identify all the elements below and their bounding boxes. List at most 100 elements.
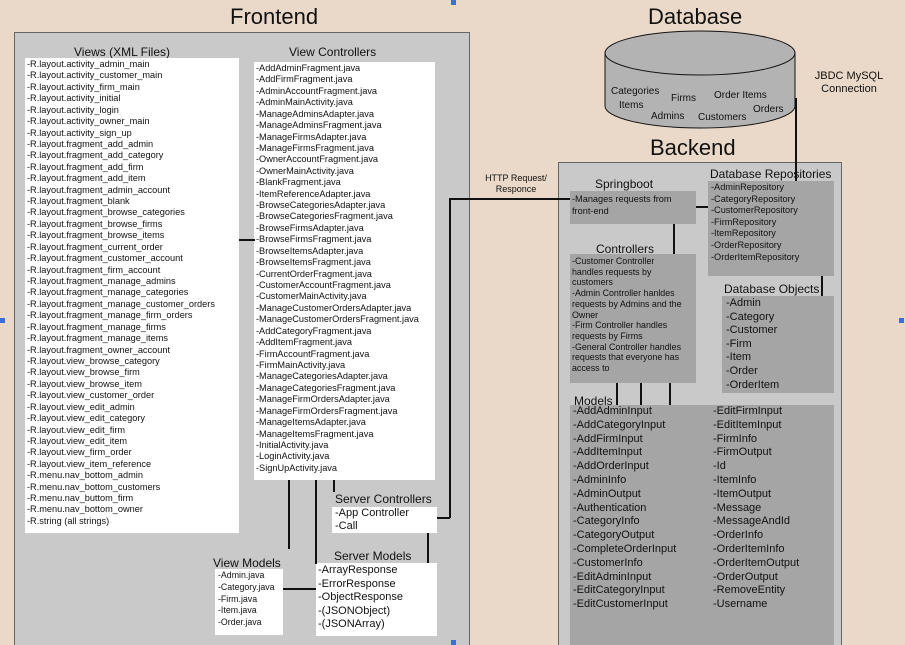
view-file-item: -R.layout.fragment_browse_items: [27, 230, 165, 241]
server-controllers-heading: Server Controllers: [335, 492, 432, 506]
http-line-b: [449, 198, 451, 518]
view-file-item: -R.menu.nav_bottom_owner: [27, 504, 143, 515]
view-file-item: -R.menu.nav_buttom_firm: [27, 493, 134, 504]
db-label-firms: Firms: [671, 93, 696, 104]
frontend-title: Frontend: [230, 4, 319, 29]
controllers-text: -Customer Controller handles requests by…: [572, 256, 682, 374]
model-item: -Username: [713, 598, 768, 611]
view-file-item: -R.layout.fragment_browse_firms: [27, 218, 163, 229]
server-model-item: -(JSONObject): [318, 604, 391, 617]
view-file-item: -R.layout.fragment_customer_account: [27, 253, 183, 264]
model-item: -ItemInfo: [713, 473, 757, 486]
view-model-item: -Admin.java: [218, 570, 265, 580]
view-controller-item: -OwnerMainActivity.java: [256, 165, 354, 176]
view-controller-item: -BlankFragment.java: [256, 177, 341, 188]
viewmodels-to-servermodels-line: [283, 588, 316, 590]
view-file-item: -R.layout.fragment_current_order: [27, 241, 163, 252]
view-controller-item: -ManageFirmOrdersAdapter.java: [256, 394, 390, 405]
model-item: -AdminOutput: [573, 487, 641, 500]
view-file-item: -R.layout.view_browse_item: [27, 378, 142, 389]
database-object-item: -Customer: [726, 324, 778, 337]
view-controller-item: -ManageAdminsFragment.java: [256, 120, 382, 131]
server-models-heading: Server Models: [334, 549, 412, 563]
view-file-item: -R.layout.fragment_manage_customer_order…: [27, 298, 215, 309]
repositories-list: -AdminRepository-CategoryRepository-Cust…: [711, 182, 799, 263]
models-heading: Models: [574, 394, 613, 408]
models-list-col1: -AddAdminInput-AddCategoryInput-AddFirmI…: [573, 405, 676, 612]
model-item: -EditFirmInput: [713, 405, 783, 417]
view-file-item: -R.layout.fragment_manage_firm_orders: [27, 310, 193, 321]
view-controller-item: -ManageAdminsAdapter.java: [256, 108, 374, 119]
view-file-item: -R.layout.activity_customer_main: [27, 70, 163, 81]
view-controller-item: -FirmAccountFragment.java: [256, 348, 370, 359]
model-item: -OrderInfo: [713, 529, 764, 542]
view-controller-item: -CustomerAccountFragment.java: [256, 280, 391, 291]
views-heading: Views (XML Files): [74, 45, 171, 59]
view-controller-item: -FirmMainActivity.java: [256, 359, 346, 370]
view-controller-item: -ManageItemsAdapter.java: [256, 417, 366, 428]
model-item: -AddItemInput: [573, 446, 643, 459]
model-item: -AddAdminInput: [573, 405, 652, 417]
database-objects-list: -Admin-Category-Customer-Firm-Item-Order…: [726, 297, 779, 392]
database-object-item: -Category: [726, 310, 775, 323]
view-file-item: -R.layout.fragment_blank: [27, 196, 130, 207]
view-controller-item: -BrowseFirmsFragment.java: [256, 234, 372, 245]
database-cylinder: [604, 30, 796, 129]
view-file-item: -R.layout.fragment_admin_account: [27, 184, 170, 195]
controllers-to-models-line-b: [640, 383, 642, 405]
model-item: -MessageAndId: [713, 515, 791, 528]
repository-item: -ItemRepository: [711, 228, 776, 239]
view-controller-item: -ManageCategoriesFragment.java: [256, 382, 396, 393]
springboot-to-controllers-line: [673, 224, 675, 254]
server-model-item: -ObjectResponse: [318, 591, 403, 603]
view-model-item: -Firm.java: [218, 593, 258, 604]
view-file-item: -R.layout.view_browse_firm: [27, 367, 140, 378]
model-item: -AddFirmInput: [573, 432, 643, 445]
view-model-item: -Item.java: [218, 605, 257, 616]
springboot-text: -Manages requests from front-end: [572, 194, 672, 216]
view-file-item: -R.layout.view_item_reference: [27, 458, 152, 469]
view-controller-item: -ManageCategoriesAdapter.java: [256, 371, 388, 382]
view-file-item: -R.layout.fragment_manage_firms: [27, 321, 166, 332]
view-file-item: -R.layout.fragment_manage_admins: [27, 276, 176, 287]
model-item: -EditCategoryInput: [573, 584, 665, 597]
database-object-item: -Order: [726, 364, 758, 377]
view-controller-item: -ManageFirmsFragment.java: [256, 142, 374, 153]
database-object-item: -Firm: [726, 337, 752, 350]
springboot-heading: Springboot: [595, 177, 654, 191]
springboot-box: [570, 191, 696, 224]
springboot-to-repos-line: [696, 206, 708, 208]
database-object-item: -Admin: [726, 297, 761, 309]
repository-item: -OrderRepository: [711, 239, 782, 250]
controllers-to-models-line-c: [669, 383, 671, 405]
model-item: -OrderItemOutput: [713, 556, 800, 569]
view-controller-item: -ManageItemsFragment.java: [256, 428, 374, 439]
server-model-item: -ArrayResponse: [318, 564, 398, 576]
view-file-item: -R.layout.view_edit_item: [27, 435, 128, 446]
view-file-item: -R.layout.fragment_owner_account: [27, 344, 170, 355]
server-controllers-box: [332, 507, 437, 533]
database-title: Database: [648, 4, 743, 29]
db-label-items: Items: [619, 100, 644, 111]
backend-title: Backend: [650, 135, 736, 160]
selection-handle-top[interactable]: [451, 0, 456, 5]
selection-handle-left[interactable]: [0, 318, 5, 323]
server-models-box: [316, 563, 437, 636]
selection-handle-right[interactable]: [899, 318, 904, 323]
db-label-categories: Categories: [611, 86, 660, 97]
database-object-item: -Item: [726, 351, 752, 364]
selection-handle-bottom[interactable]: [451, 640, 456, 645]
view-controller-item: -BrowseItemsAdapter.java: [256, 245, 364, 256]
view-models-list: -Admin.java-Category.java-Firm.java-Item…: [218, 570, 275, 629]
controllers-box: [570, 254, 696, 383]
repository-item: -AdminRepository: [711, 182, 785, 192]
model-item: -EditItemInput: [713, 418, 782, 431]
view-file-item: -R.layout.fragment_add_admin: [27, 138, 154, 149]
view-controller-item: -CustomerMainActivity.java: [256, 291, 367, 302]
view-file-item: -R.layout.view_edit_category: [27, 413, 145, 424]
view-controller-item: -BrowseCategoriesAdapter.java: [256, 200, 386, 211]
view-file-item: -R.layout.fragment_manage_categories: [27, 287, 189, 298]
view-controller-item: -AddCategoryFragment.java: [256, 325, 372, 336]
view-models-box: [215, 569, 283, 635]
